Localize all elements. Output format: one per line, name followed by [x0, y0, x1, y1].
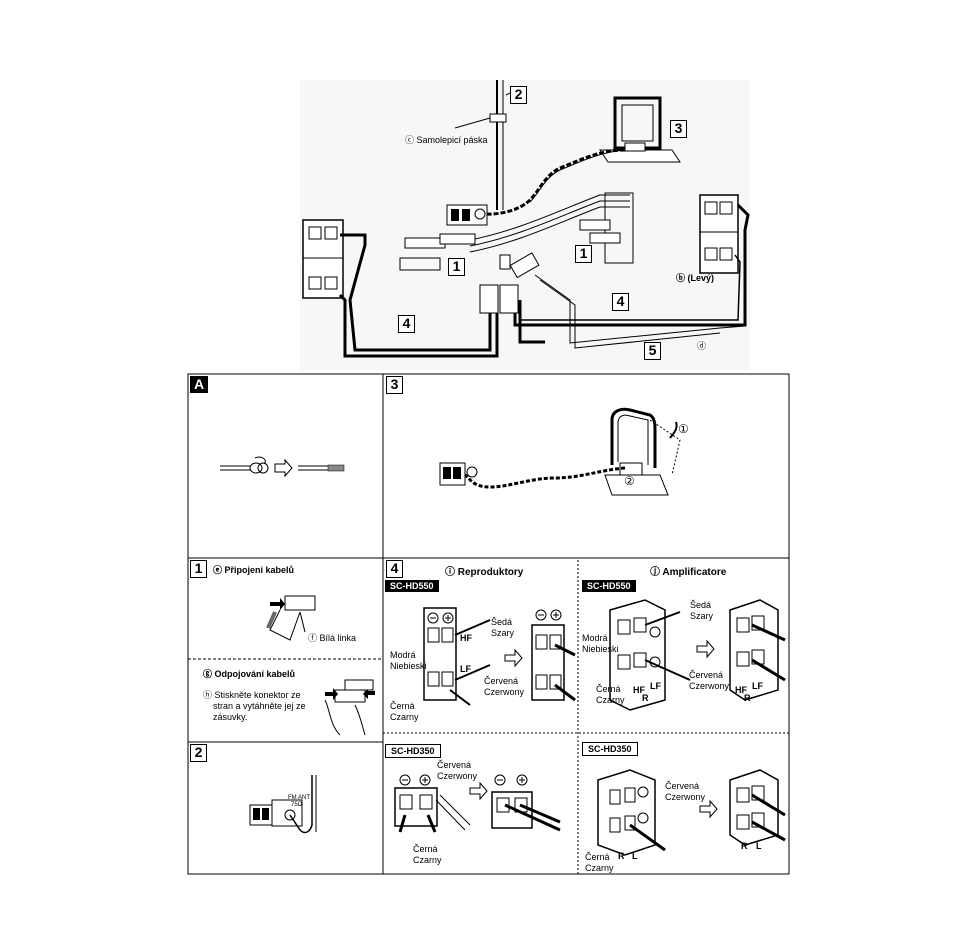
label-cervena-amp-350: Červená: [665, 781, 700, 791]
callout-1-left: 1: [448, 258, 465, 276]
label-czarny-speaker-350: Czarny: [413, 855, 442, 865]
label-lf-amp-after: LF: [752, 681, 763, 691]
instruction-line-3: zásuvky.: [213, 712, 248, 722]
label-l-amp-350: L: [632, 851, 638, 861]
model-badge-550-speaker: SC-HD550: [385, 580, 439, 592]
connect-cables-title: ⓔ Připojení kabelů: [213, 565, 295, 575]
label-cervena-amp: Červená: [689, 670, 724, 680]
label-lf-amp: LF: [650, 681, 661, 691]
label-lf-speaker: LF: [460, 664, 471, 674]
label-cervena-speaker: Červená: [484, 676, 519, 686]
label-czarny-speaker: Czarny: [390, 712, 419, 722]
label-cerna-amp: Černá: [596, 684, 621, 694]
panel-2-number: 2: [190, 744, 207, 762]
label-cerna-speaker: Černá: [390, 701, 415, 711]
white-line-label: ⓕ Bílá linka: [308, 633, 357, 643]
callout-5: 5: [644, 342, 661, 360]
label-niebieski-speaker: Niebieski: [390, 661, 427, 671]
model-badge-350-amp: SC-HD350: [582, 742, 638, 756]
label-cerna-amp-350: Černá: [585, 852, 610, 862]
label-r-amp: R: [642, 693, 649, 703]
label-czerwony-speaker: Czerwony: [484, 687, 525, 697]
ohm-label: 75Ω: [291, 802, 303, 808]
label-modra-amp: Modrá: [582, 633, 608, 643]
instruction-line-1: ⓗ Stiskněte konektor ze: [203, 690, 301, 700]
label-modra-speaker: Modrá: [390, 650, 416, 660]
instruction-line-2: stran a vytáhněte jej ze: [213, 701, 306, 711]
callout-2: 2: [510, 86, 527, 104]
amplifier-title: ⓙ Amplificatore: [650, 567, 727, 578]
left-speaker-label: ⓑ (Levý): [676, 273, 715, 283]
tape-label: ⓒ Samolepicí páska: [405, 135, 488, 145]
label-czerwony-amp-350: Czerwony: [665, 792, 706, 802]
step-1-label: ①: [678, 422, 689, 436]
label-czarny-amp-350: Czarny: [585, 863, 614, 873]
callout-4-right: 4: [612, 293, 629, 311]
label-czerwony-speaker-350: Czerwony: [437, 771, 478, 781]
label-niebieski-amp: Niebieski: [582, 644, 619, 654]
panel-3-number: 3: [386, 376, 403, 394]
callout-4-left: 4: [398, 315, 415, 333]
label-hf-amp: HF: [633, 685, 645, 695]
label-cerna-speaker-350: Černá: [413, 844, 438, 854]
callout-1-right: 1: [575, 245, 592, 263]
panel-1-number: 1: [190, 560, 207, 578]
label-seda-speaker: Šedá: [491, 617, 513, 627]
model-badge-350-speaker: SC-HD350: [385, 744, 441, 758]
fm-ant-label: FM ANT: [288, 795, 310, 801]
step-2-label: ②: [624, 474, 635, 488]
label-r-amp-350-after: R: [741, 841, 748, 851]
label-hf-speaker: HF: [460, 633, 472, 643]
label-czarny-amp: Czarny: [596, 695, 625, 705]
label-l-amp-350-after: L: [756, 841, 762, 851]
label-szary-amp: Szary: [690, 611, 714, 621]
panel-a-number: A: [190, 376, 208, 393]
label-czerwony-amp: Czerwony: [689, 681, 730, 691]
label-r-amp-350: R: [618, 851, 625, 861]
speakers-title: ⓘ Reproduktory: [445, 567, 524, 578]
disconnect-cables-title: ⓖ Odpojování kabelů: [203, 669, 296, 679]
label-r-amp-after: R: [744, 693, 751, 703]
label-cervena-speaker-350: Červená: [437, 760, 472, 770]
model-badge-550-amp: SC-HD550: [582, 580, 636, 592]
callout-3: 3: [670, 120, 687, 138]
label-seda-amp: Šedá: [690, 600, 712, 610]
label-szary-speaker: Szary: [491, 628, 515, 638]
d-label: ⓓ: [697, 341, 707, 351]
panel-4-number: 4: [386, 560, 403, 578]
label-hf-amp-after: HF: [735, 685, 747, 695]
